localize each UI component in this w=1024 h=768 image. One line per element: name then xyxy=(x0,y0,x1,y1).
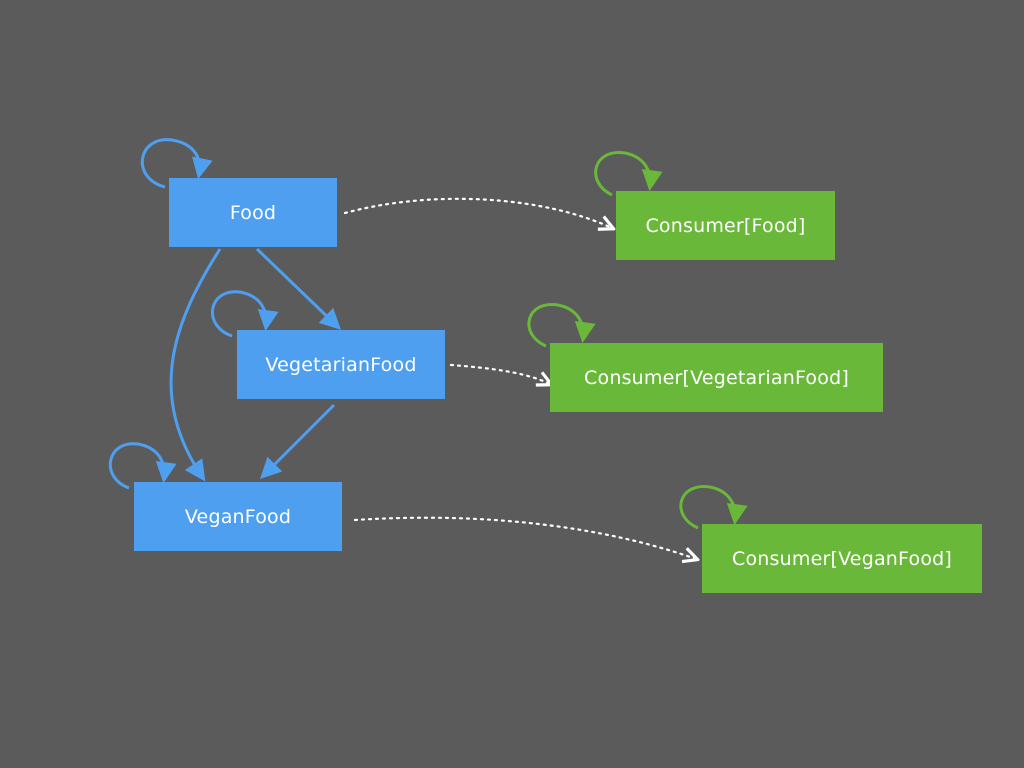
node-label: Consumer[VegetarianFood] xyxy=(584,366,849,389)
edge-food-to-vegan-food xyxy=(169,248,222,482)
node-food: Food xyxy=(169,178,337,247)
edge-vegan-food-to-consumer-vegan-food xyxy=(353,516,696,559)
self-loop-consumer-food xyxy=(594,151,663,197)
node-vegan-food: VeganFood xyxy=(134,482,342,551)
node-label: VegetarianFood xyxy=(265,353,417,376)
self-loop-vegan-food xyxy=(108,442,177,490)
node-consumer-vegetarian-food: Consumer[VegetarianFood] xyxy=(550,343,883,412)
node-label: Food xyxy=(229,201,277,224)
self-loop-food xyxy=(140,138,213,189)
node-label: Consumer[Food] xyxy=(645,214,806,237)
node-label: Consumer[VeganFood] xyxy=(731,547,953,570)
node-consumer-food: Consumer[Food] xyxy=(616,191,835,260)
edge-vegetarian-food-to-consumer-vegetarian-food xyxy=(449,363,550,384)
edge-food-to-vegetarian-food xyxy=(255,247,342,330)
edge-food-to-consumer-food xyxy=(343,197,612,228)
edge-vegetarian-food-to-vegan-food xyxy=(260,403,336,479)
node-consumer-vegan-food: Consumer[VeganFood] xyxy=(702,524,982,593)
node-vegetarian-food: VegetarianFood xyxy=(237,330,445,399)
self-loop-consumer-vegan-food xyxy=(679,485,748,530)
node-label: VeganFood xyxy=(184,505,292,528)
self-loop-consumer-vegetarian-food xyxy=(527,303,596,348)
self-loop-vegetarian-food xyxy=(210,290,279,338)
